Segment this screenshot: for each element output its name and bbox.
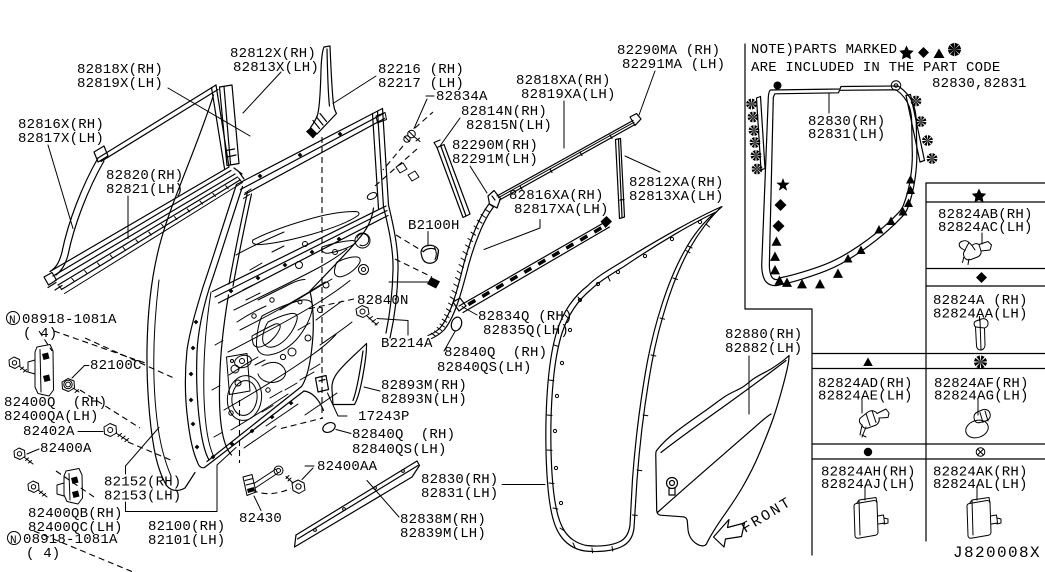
svg-text:82290M(RH): 82290M(RH) bbox=[452, 138, 538, 154]
svg-text:82830(RH): 82830(RH) bbox=[421, 472, 498, 488]
svg-text:82840Q (RH): 82840Q (RH) bbox=[352, 427, 455, 443]
svg-text:82291MA (LH): 82291MA (LH) bbox=[622, 57, 725, 73]
svg-text:ARE INCLUDED IN THE PART CODE: ARE INCLUDED IN THE PART CODE bbox=[751, 60, 1000, 76]
svg-text:82834Q (RH): 82834Q (RH) bbox=[478, 309, 573, 325]
svg-text:82216 (RH): 82216 (RH) bbox=[378, 62, 464, 78]
svg-text:82824AK(RH): 82824AK(RH) bbox=[933, 465, 1028, 481]
svg-text:82824AE(LH): 82824AE(LH) bbox=[818, 389, 913, 405]
svg-text:82824AH(RH): 82824AH(RH) bbox=[821, 465, 916, 481]
svg-text:N: N bbox=[9, 315, 16, 327]
svg-text:82818X(RH): 82818X(RH) bbox=[77, 62, 163, 78]
svg-text:82840Q (RH): 82840Q (RH) bbox=[444, 345, 547, 361]
svg-text:82824AJ(LH): 82824AJ(LH) bbox=[821, 477, 916, 493]
svg-text:82824AG(LH): 82824AG(LH) bbox=[934, 389, 1029, 405]
svg-text:82893M(RH): 82893M(RH) bbox=[381, 378, 467, 394]
svg-text:82813XA(LH): 82813XA(LH) bbox=[629, 189, 724, 205]
svg-text:82824AC(LH): 82824AC(LH) bbox=[938, 220, 1033, 236]
svg-text:82834A: 82834A bbox=[436, 89, 488, 105]
svg-text:82880(RH): 82880(RH) bbox=[725, 327, 802, 343]
svg-text:82819X(LH): 82819X(LH) bbox=[77, 76, 163, 92]
svg-text:82838M(RH): 82838M(RH) bbox=[400, 512, 486, 528]
svg-text:82290MA (RH): 82290MA (RH) bbox=[617, 43, 720, 59]
svg-text:82882(LH): 82882(LH) bbox=[725, 341, 802, 357]
svg-text:82153(LH): 82153(LH) bbox=[104, 489, 181, 505]
svg-text:17243P: 17243P bbox=[358, 409, 410, 425]
svg-text:82101(LH): 82101(LH) bbox=[148, 533, 225, 549]
svg-text:82831(LH): 82831(LH) bbox=[808, 127, 885, 143]
svg-text:82817X(LH): 82817X(LH) bbox=[18, 131, 104, 147]
svg-text:82812XA(RH): 82812XA(RH) bbox=[629, 175, 724, 191]
svg-text:82835Q(LH): 82835Q(LH) bbox=[483, 323, 569, 339]
svg-text:82400QB(RH): 82400QB(RH) bbox=[28, 506, 123, 522]
svg-text:08918-1081A: 08918-1081A bbox=[22, 312, 117, 328]
svg-text:82100C: 82100C bbox=[90, 358, 142, 374]
svg-text:82815N(LH): 82815N(LH) bbox=[466, 118, 552, 134]
svg-text:J820008X: J820008X bbox=[953, 544, 1041, 562]
svg-text:B2100H: B2100H bbox=[408, 218, 460, 234]
svg-text:82830,82831: 82830,82831 bbox=[932, 76, 1027, 92]
svg-text:82824AD(RH): 82824AD(RH) bbox=[818, 376, 913, 392]
svg-text:82840QS(LH): 82840QS(LH) bbox=[352, 442, 447, 458]
svg-text:82400A: 82400A bbox=[40, 441, 92, 457]
svg-text:N: N bbox=[10, 535, 17, 547]
svg-text:NOTE)PARTS MARKED: NOTE)PARTS MARKED bbox=[751, 42, 897, 58]
svg-text:82831(LH): 82831(LH) bbox=[421, 486, 498, 502]
svg-text:82824AB(RH): 82824AB(RH) bbox=[938, 207, 1033, 223]
svg-text:82824A (RH): 82824A (RH) bbox=[933, 293, 1028, 309]
svg-text:82100(RH): 82100(RH) bbox=[148, 519, 225, 535]
svg-text:82816XA(RH): 82816XA(RH) bbox=[509, 188, 604, 204]
svg-text:82830(RH): 82830(RH) bbox=[808, 114, 885, 130]
svg-text:82400QC(LH): 82400QC(LH) bbox=[28, 520, 123, 536]
svg-text:82839M(LH): 82839M(LH) bbox=[400, 526, 486, 542]
svg-text:82400QA(LH): 82400QA(LH) bbox=[4, 409, 99, 425]
svg-text:82402A: 82402A bbox=[23, 424, 75, 440]
svg-text:82817XA(LH): 82817XA(LH) bbox=[514, 202, 609, 218]
svg-text:82893N(LH): 82893N(LH) bbox=[381, 392, 467, 408]
svg-text:82813X(LH): 82813X(LH) bbox=[233, 60, 319, 76]
svg-text:82812X(RH): 82812X(RH) bbox=[230, 46, 316, 62]
svg-text:82816X(RH): 82816X(RH) bbox=[18, 117, 104, 133]
svg-text:82821(LH): 82821(LH) bbox=[106, 182, 183, 198]
svg-text:( 4): ( 4) bbox=[23, 326, 57, 342]
svg-text:82217 (LH): 82217 (LH) bbox=[378, 76, 464, 92]
svg-text:82820(RH): 82820(RH) bbox=[106, 168, 183, 184]
svg-text:82824AA(LH): 82824AA(LH) bbox=[933, 307, 1028, 323]
svg-text:82400AA: 82400AA bbox=[317, 459, 378, 475]
svg-text:82840QS(LH): 82840QS(LH) bbox=[437, 360, 532, 376]
svg-text:82152(RH): 82152(RH) bbox=[104, 475, 181, 491]
svg-text:82824AL(LH): 82824AL(LH) bbox=[933, 477, 1028, 493]
svg-text:B2214A: B2214A bbox=[381, 336, 433, 352]
svg-text:82824AF(RH): 82824AF(RH) bbox=[934, 376, 1029, 392]
svg-text:82818XA(RH): 82818XA(RH) bbox=[516, 73, 611, 89]
svg-text:82400Q (RH): 82400Q (RH) bbox=[4, 395, 107, 411]
svg-text:82819XA(LH): 82819XA(LH) bbox=[521, 87, 616, 103]
svg-text:82291M(LH): 82291M(LH) bbox=[452, 152, 538, 168]
svg-text:( 4): ( 4) bbox=[26, 546, 60, 562]
svg-text:82814N(RH): 82814N(RH) bbox=[461, 104, 547, 120]
svg-text:82430: 82430 bbox=[239, 511, 282, 527]
